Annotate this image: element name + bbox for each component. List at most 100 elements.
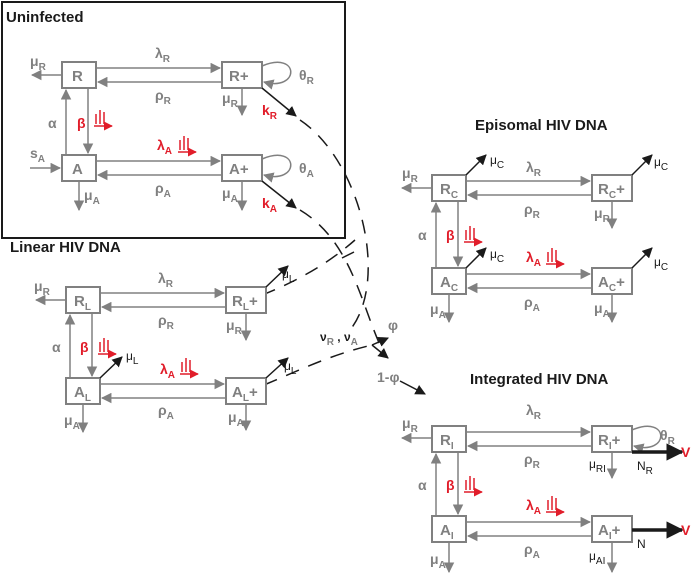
- label-L-muL-A: μL: [126, 349, 139, 367]
- arrow-one-minus-phi: [399, 380, 426, 395]
- label-muR: μR: [30, 53, 47, 73]
- label-nu-pair: νR , νA: [320, 330, 358, 348]
- label-L-lambdaR: λR: [158, 270, 174, 290]
- loop-I-thetaR: [631, 425, 662, 454]
- box-A: [61, 154, 97, 182]
- label-C-alpha: α: [418, 227, 427, 243]
- label-C-muA: μA: [430, 301, 446, 321]
- label-I-V-top: V: [681, 444, 691, 460]
- label-L-muRplus: μR: [226, 317, 243, 337]
- label-I-muR: μR: [402, 415, 419, 435]
- state-RL: RL: [74, 293, 91, 313]
- arrow-C-muC-A: [465, 247, 487, 269]
- arrow-L-muL-Rplus: [265, 265, 289, 288]
- state-Rplus: R+: [229, 68, 249, 85]
- state-A: A: [72, 161, 83, 178]
- label-I-alpha: α: [418, 477, 427, 493]
- label-kA: kA: [262, 195, 277, 215]
- label-C-rhoR: ρR: [524, 201, 541, 221]
- label-C-beta: β: [446, 227, 455, 243]
- label-phi: φ: [388, 317, 398, 333]
- loop-thetaR: [261, 61, 292, 90]
- drug-icon-C-beta: [464, 226, 483, 247]
- uninfected-title: Uninfected: [6, 9, 84, 26]
- state-ACplus: AC+: [598, 274, 625, 294]
- label-I-V-bottom: V: [681, 522, 691, 538]
- label-L-lambdaA: λA: [160, 361, 175, 381]
- label-thetaA: θA: [299, 160, 314, 180]
- label-L-rhoR: ρR: [158, 312, 175, 332]
- state-AC: AC: [440, 274, 458, 294]
- episomal-title: Episomal HIV DNA: [475, 117, 608, 134]
- label-muA: μA: [84, 187, 100, 207]
- label-C-lambdaA: λA: [526, 249, 541, 269]
- state-RCplus: RC+: [598, 181, 625, 201]
- state-RLplus: RL+: [232, 293, 258, 313]
- state-AL: AL: [74, 384, 91, 404]
- label-C-rhoA: ρA: [524, 294, 540, 314]
- label-I-muA: μA: [430, 551, 446, 571]
- state-ALplus: AL+: [232, 384, 258, 404]
- dashed-path-AL: [263, 344, 373, 386]
- label-lambdaR: λR: [155, 45, 171, 65]
- label-C-lambdaR: λR: [526, 159, 542, 179]
- label-I-beta: β: [446, 477, 455, 493]
- label-lambdaA: λA: [157, 137, 172, 157]
- label-L-muR: μR: [34, 278, 51, 298]
- integrated-title: Integrated HIV DNA: [470, 371, 609, 388]
- dashed-path-RL: [261, 239, 356, 296]
- arrow-C-muC-R: [465, 154, 487, 176]
- tick-mark: [341, 251, 355, 259]
- arrow-L-muL-A: [99, 356, 123, 379]
- label-kR: kR: [262, 102, 278, 122]
- label-one-minus-phi: 1-φ: [377, 369, 399, 385]
- arrow-L-muL-Aplus: [265, 357, 289, 379]
- state-R: R: [72, 68, 83, 85]
- label-muRplus: μR: [222, 90, 239, 110]
- label-I-rhoR: ρR: [524, 451, 541, 471]
- state-Aplus: A+: [229, 161, 249, 178]
- box-RL: [65, 286, 101, 314]
- label-sA: sA: [30, 145, 45, 165]
- label-L-rhoA: ρA: [158, 402, 174, 422]
- label-C-muC-R: μC: [490, 153, 504, 171]
- label-L-muA: μA: [64, 412, 80, 432]
- arrow-C-muC-Aplus: [631, 247, 653, 269]
- arrow-one-minus-phi-start: [371, 344, 389, 359]
- label-C-muC-A: μC: [490, 247, 504, 265]
- label-L-alpha: α: [52, 339, 61, 355]
- drug-icon-I-beta: [464, 476, 483, 497]
- state-AIplus: AI+: [598, 522, 621, 542]
- dashed-path-kR: [299, 119, 369, 331]
- loop-thetaA: [261, 154, 292, 183]
- label-I-NR: NR: [637, 459, 653, 477]
- label-I-N: N: [637, 537, 646, 551]
- label-rhoR: ρR: [155, 87, 172, 107]
- box-RLplus: [225, 286, 267, 314]
- box-RC: [431, 174, 467, 202]
- label-muAplus: μA: [222, 185, 238, 205]
- label-I-thetaR: θR: [660, 427, 676, 447]
- state-RIplus: RI+: [598, 432, 621, 452]
- drug-icon-L-beta: [98, 338, 117, 359]
- label-L-muAplus: μA: [228, 409, 244, 429]
- label-C-muR: μR: [402, 165, 419, 185]
- box-Aplus: [221, 154, 263, 182]
- arrow-phi: [371, 336, 389, 347]
- label-I-rhoA: ρA: [524, 541, 540, 561]
- dashed-path-kA: [299, 209, 381, 346]
- box-AI: [431, 515, 467, 543]
- label-L-muL-top: μL: [282, 267, 295, 285]
- label-rhoA: ρA: [155, 180, 171, 200]
- box-RI: [431, 425, 467, 453]
- label-C-muC-Aplus: μC: [654, 255, 668, 273]
- state-AI: AI: [440, 522, 454, 542]
- label-I-lambdaA: λA: [526, 497, 541, 517]
- label-C-muAplus: μA: [594, 300, 610, 320]
- drug-icon-C-lambdaA: [546, 248, 565, 269]
- drug-icon-lambdaA: [178, 136, 197, 157]
- arrow-kA: [261, 180, 297, 209]
- label-I-muRI: μRI: [589, 457, 606, 475]
